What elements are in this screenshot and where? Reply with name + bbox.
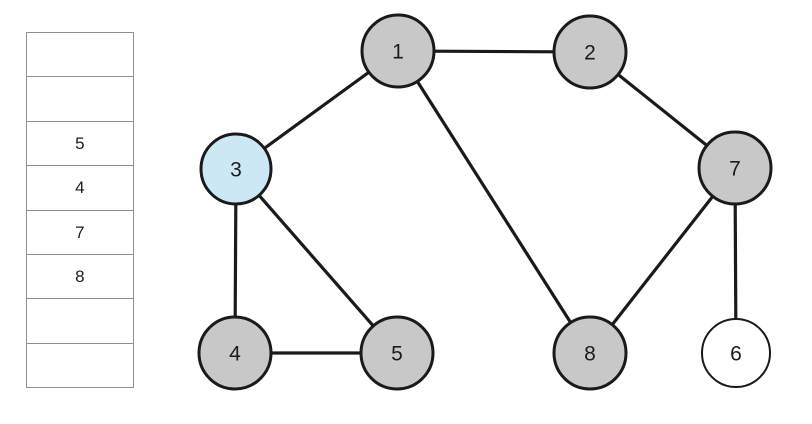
graph-node-7[interactable]: 7 [697,130,773,206]
graph-node-3[interactable]: 3 [199,132,273,206]
graph-node-4[interactable]: 4 [197,315,273,391]
graph-edge-3-4 [233,201,238,320]
graph-node-label-7: 7 [729,158,741,181]
graph-node-6[interactable]: 6 [701,318,771,388]
queue-cell[interactable] [27,33,133,78]
graph-node-label-6: 6 [730,343,742,366]
graph-node-circle-3[interactable] [199,132,273,206]
graph-node-layer: 1 2 3 4 5 6 7 8 [197,13,773,391]
graph-node-label-2: 2 [584,42,596,65]
graph-node-5[interactable]: 5 [359,315,435,391]
graph-node-label-8: 8 [584,343,596,366]
graph-node-circle-7[interactable] [697,130,773,206]
queue-cell[interactable] [27,77,133,122]
graph-node-circle-6[interactable] [701,318,771,388]
graph-edge-2-7 [615,72,710,148]
graph-node-2[interactable]: 2 [552,14,628,90]
graph-node-8[interactable]: 8 [552,315,628,391]
graph-edge-1-8 [415,78,573,326]
queue-cell[interactable]: 5 [27,122,133,167]
graph-node-label-1: 1 [392,41,404,64]
graph-node-circle-4[interactable] [197,315,273,391]
graph-edge-1-3 [261,70,372,151]
graph-node-circle-1[interactable] [360,13,436,89]
queue-table: 5 4 7 8 [26,32,134,388]
graph-node-label-3: 3 [230,159,242,182]
graph-edge-layer [233,49,738,355]
queue-cell[interactable]: 8 [27,255,133,300]
graph-edge-7-8 [609,193,716,328]
graph-edge-3-5 [256,192,376,329]
queue-cell[interactable]: 7 [27,211,133,255]
graph-node-label-4: 4 [229,343,241,366]
graph-node-circle-5[interactable] [359,315,435,391]
graph-edge-7-6 [733,201,738,322]
graph-edge-1-2 [431,49,557,54]
graph-node-circle-8[interactable] [552,315,628,391]
graph-node-1[interactable]: 1 [360,13,436,89]
graph-node-circle-2[interactable] [552,14,628,90]
graph-node-label-5: 5 [391,343,403,366]
queue-cell[interactable]: 4 [27,166,133,211]
queue-cell[interactable] [27,299,133,344]
